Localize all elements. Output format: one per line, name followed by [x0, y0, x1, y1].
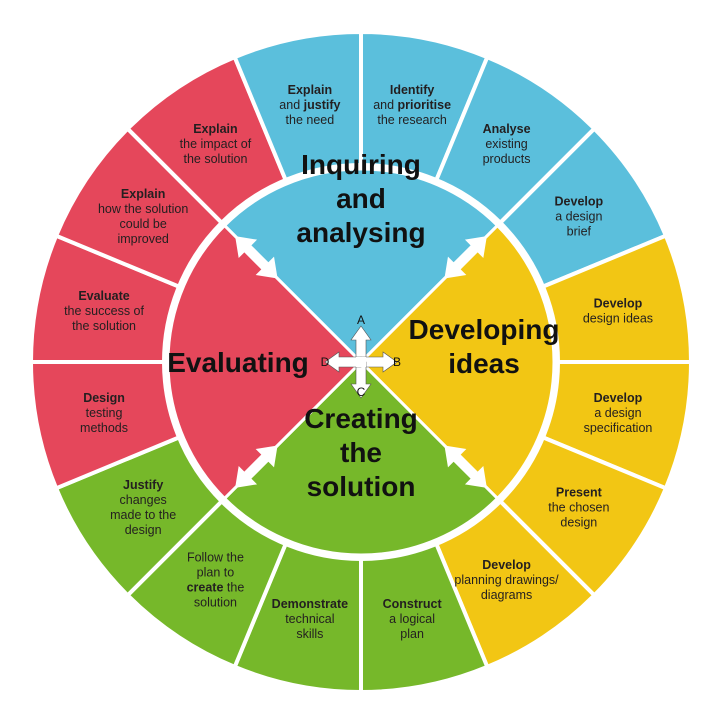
arrow-developing-creating-icon: [444, 445, 487, 488]
inner-quadrants: [166, 167, 556, 557]
quadrant-developing: [358, 223, 556, 501]
quadrant-arrows: [235, 236, 487, 488]
quadrant-title-evaluating: Evaluating: [167, 347, 309, 378]
arrow-creating-evaluating-icon: [235, 445, 278, 488]
center-hub: [356, 357, 366, 367]
center-letter-b: B: [393, 355, 401, 369]
arrow-inquiring-developing-icon: [444, 236, 487, 279]
quadrant-inquiring: [222, 167, 500, 365]
quadrant-creating: [222, 359, 500, 557]
outer-ring: [28, 29, 694, 695]
ring-divider: [162, 163, 560, 561]
arrow-inquiring-evaluating-icon: [235, 236, 278, 279]
center-letter-d: D: [321, 355, 330, 369]
center-letter-a: A: [357, 313, 365, 327]
center-arrows: A B C D: [321, 313, 401, 399]
center-letter-c: C: [357, 385, 366, 399]
quadrant-evaluating: [166, 223, 364, 501]
